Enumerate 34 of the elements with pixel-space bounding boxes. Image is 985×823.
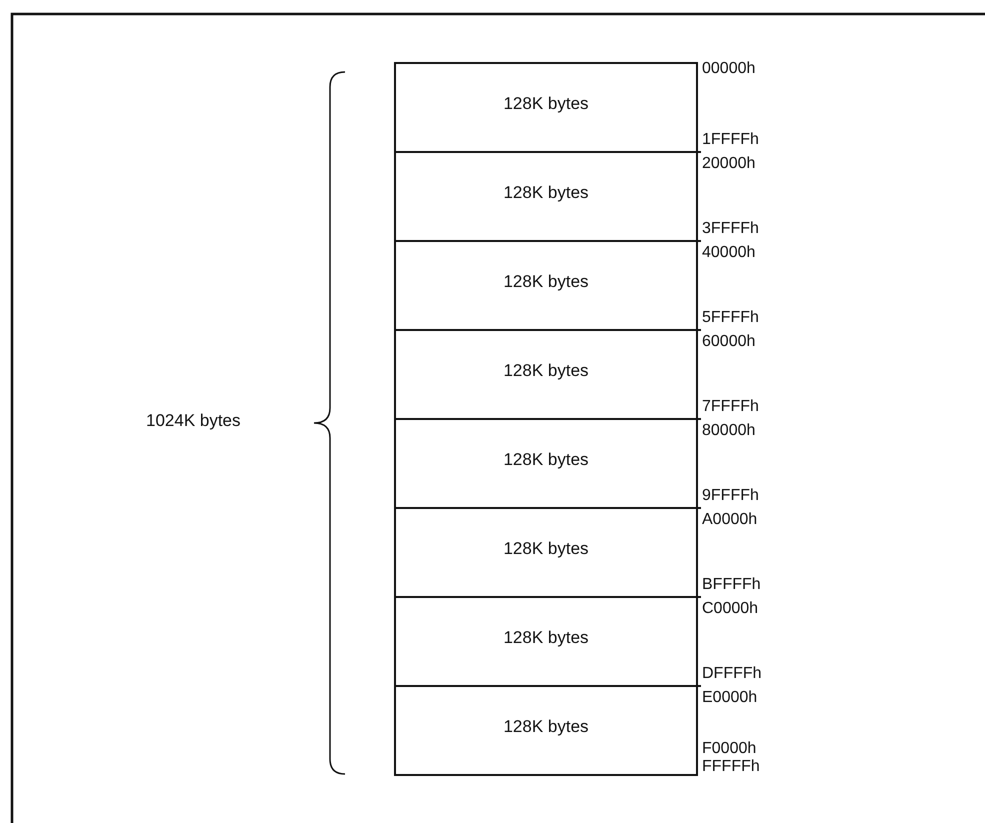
block-size-label: 128K bytes	[503, 182, 589, 202]
address-label: 40000h	[702, 244, 756, 262]
memory-block	[394, 62, 698, 153]
address-label: BFFFFh	[702, 576, 761, 594]
block-size-label: 128K bytes	[503, 538, 589, 558]
memory-block	[394, 151, 698, 242]
block-size-label: 128K bytes	[503, 272, 589, 292]
address-label: 00000h	[702, 60, 756, 78]
address-label: 5FFFFh	[702, 309, 759, 327]
block-size-label: 128K bytes	[503, 628, 589, 648]
address-label: 20000h	[702, 155, 756, 173]
address-label: 80000h	[702, 422, 756, 440]
memory-block	[394, 240, 698, 331]
address-label: E0000h	[702, 689, 758, 707]
memory-block	[394, 596, 698, 687]
address-label: F0000h	[702, 740, 756, 758]
block-size-label: 128K bytes	[503, 450, 589, 470]
address-label: 60000h	[702, 333, 756, 351]
address-label: 7FFFFh	[702, 398, 759, 416]
block-size-label: 128K bytes	[503, 716, 589, 736]
memory-block	[394, 329, 698, 420]
address-label: 1FFFFh	[702, 131, 759, 149]
address-label: A0000h	[702, 511, 758, 529]
address-label: FFFFFh	[702, 758, 760, 776]
address-label: DFFFFh	[702, 665, 762, 683]
memory-block	[394, 418, 698, 509]
memory-block	[394, 507, 698, 598]
address-label: 9FFFFh	[702, 487, 759, 505]
total-size-label: 1024K bytes	[146, 411, 241, 431]
address-label: 3FFFFh	[702, 220, 759, 238]
block-size-label: 128K bytes	[503, 360, 589, 380]
block-size-label: 128K bytes	[503, 94, 589, 114]
address-label: C0000h	[702, 600, 758, 618]
memory-block	[394, 685, 698, 776]
